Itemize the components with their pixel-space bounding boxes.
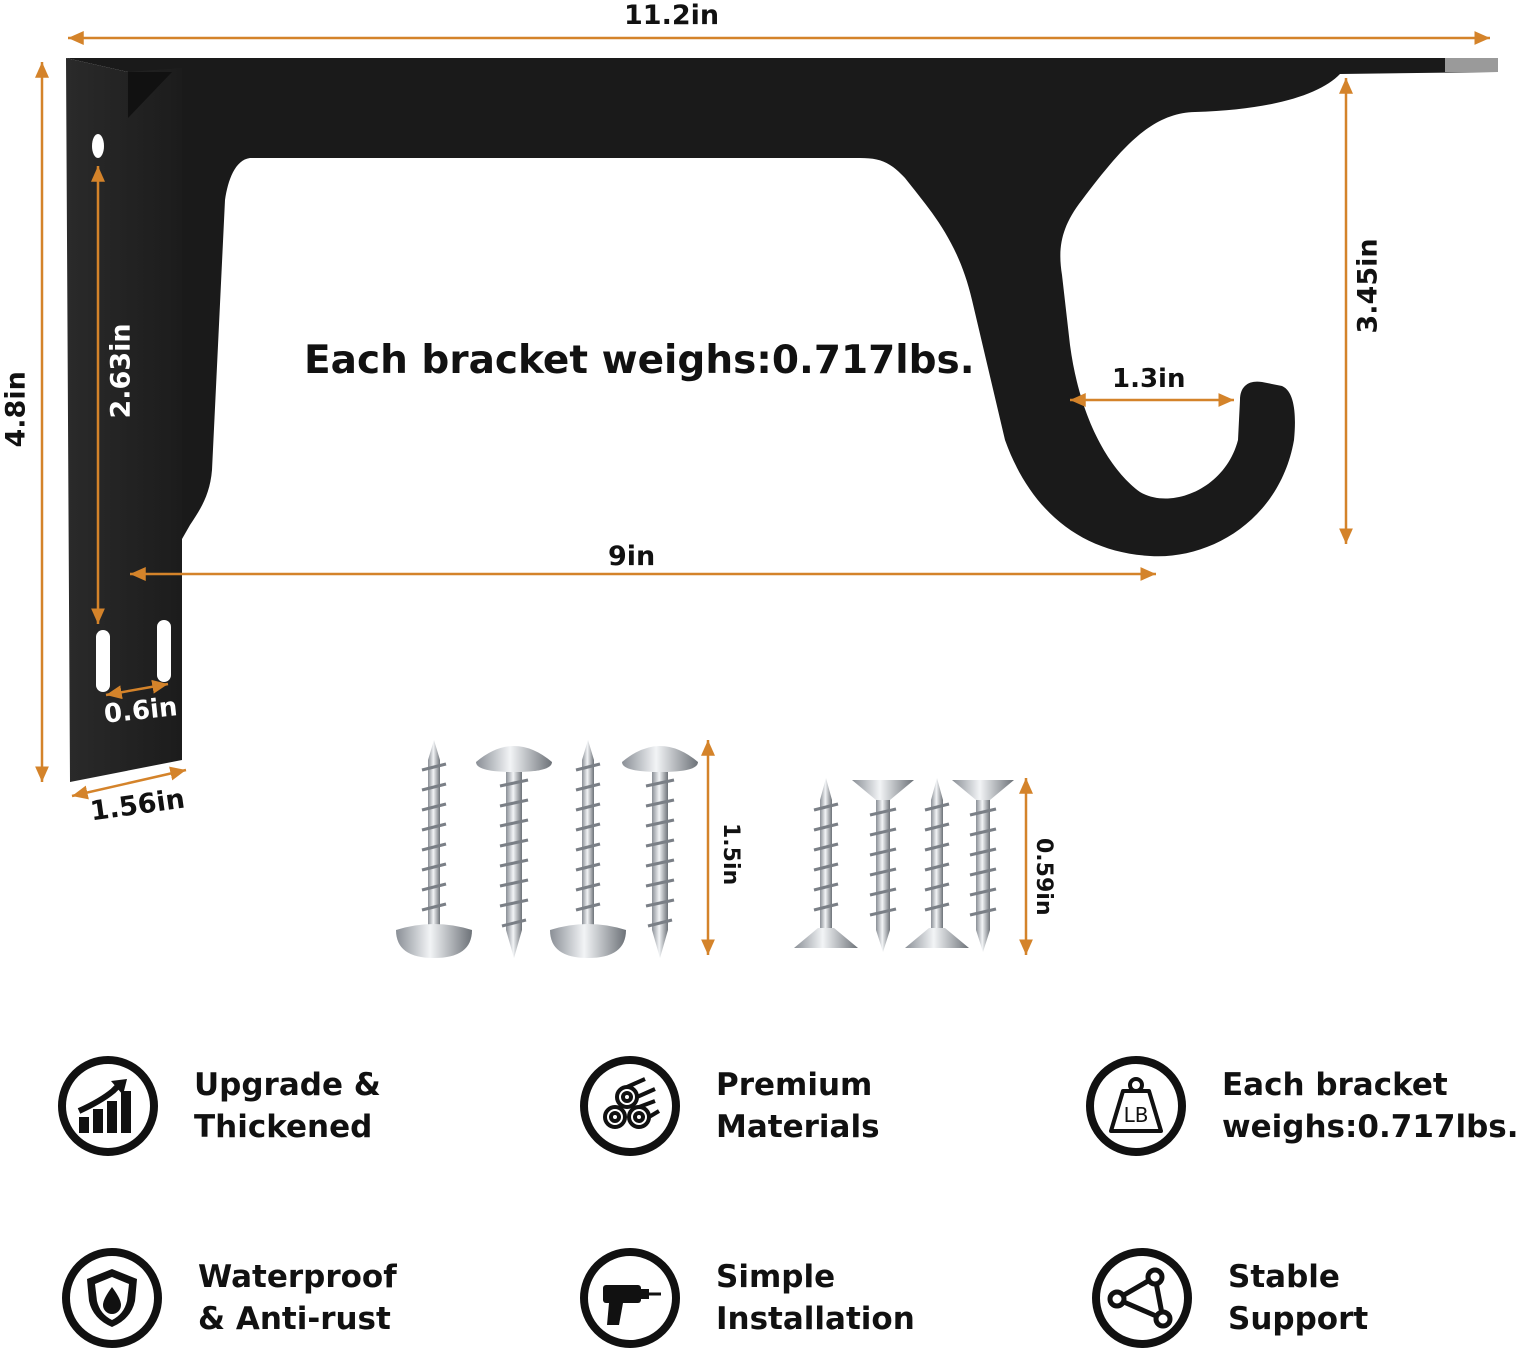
pan-screw [550,740,626,958]
growth-chart-icon [58,1056,158,1156]
mount-hole-top [92,134,104,158]
bar-end-highlight [1445,58,1498,72]
feature-label: Upgrade &Thickened [194,1067,381,1145]
mount-slot-left [96,630,110,692]
flat-screw [794,778,858,948]
flat-screw [952,780,1014,952]
pan-screw [622,746,698,958]
weight-headline: Each bracket weighs:0.717lbs. [304,338,975,383]
weight-icon-text: LB [1124,1103,1149,1127]
material-rolls-icon [580,1056,680,1156]
screw-set-short [794,778,1014,952]
pan-screw [396,740,472,958]
pan-screw [476,746,552,958]
flat-screw [905,778,969,948]
dim-label-hook-gap: 1.3in [1112,364,1186,394]
plate-gusset [128,72,172,118]
dim-label-overall-length: 11.2in [624,0,720,31]
mount-slot-right [157,620,171,682]
drill-icon [580,1248,680,1348]
shield-drop-icon [62,1248,162,1348]
bracket-body [66,58,1498,560]
dim-label-overall-height: 4.8in [0,371,32,448]
feature-waterproof: Waterproof& Anti-rust [62,1248,397,1348]
dim-label-hole-vertical: 2.63in [105,323,137,419]
feature-upgrade-thickened: Upgrade &Thickened [58,1056,381,1156]
bracket-illustration [35,31,1498,958]
dim-label-screw-long: 1.5in [718,823,743,886]
screw-set-long [396,740,698,958]
feature-label: Waterproof& Anti-rust [198,1259,397,1337]
dim-label-hook-drop: 3.45in [1352,238,1384,334]
dim-line-plate-width [71,766,187,800]
dim-line-hole-horizontal [105,679,169,700]
weight-lb-icon: LB [1086,1056,1186,1156]
flat-screw [852,780,914,952]
triangle-nodes-icon [1092,1248,1192,1348]
dim-label-arm-span: 9in [608,541,656,572]
dim-label-screw-short: 0.59in [1031,838,1056,916]
dim-label-hole-horizontal: 0.6in [102,692,179,730]
